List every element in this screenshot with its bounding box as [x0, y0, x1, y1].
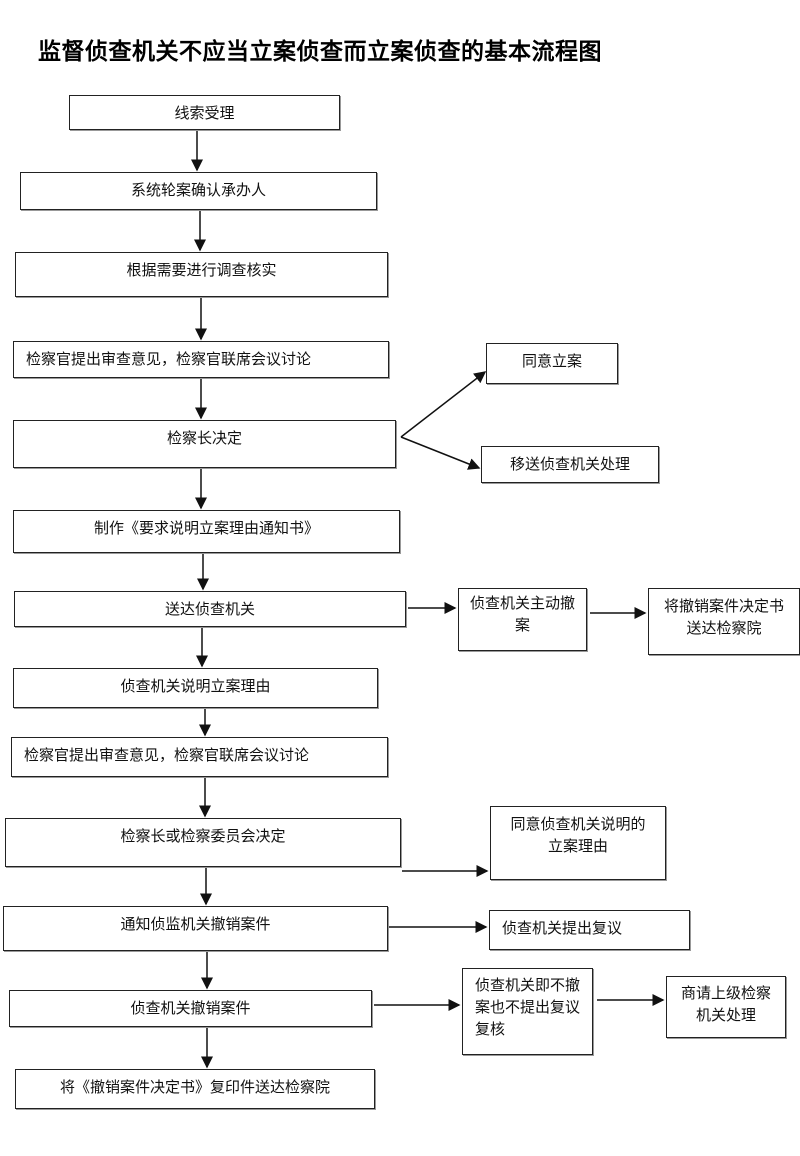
step-chief-decision: 检察长决定: [13, 420, 396, 468]
branch-voluntary-withdraw: 侦查机关主动撤案: [458, 588, 587, 651]
step-committee-decision: 检察长或检察委员会决定: [5, 818, 401, 867]
step-review-opinion-2: 检察官提出审查意见，检察官联席会议讨论: [11, 737, 388, 777]
step-review-opinion: 检察官提出审查意见，检察官联席会议讨论: [13, 341, 389, 378]
step-explain-reason: 侦查机关说明立案理由: [13, 668, 378, 708]
branch-reconsider: 侦查机关提出复议: [489, 910, 690, 950]
step-clue-acceptance: 线索受理: [69, 95, 340, 130]
arrow: [400, 436, 481, 470]
branch-agree-filing: 同意立案: [486, 343, 618, 384]
branch-superior: 商请上级检察机关处理: [666, 976, 786, 1038]
branch-transfer: 移送侦查机关处理: [481, 446, 659, 483]
page-title: 监督侦查机关不应当立案侦查而立案侦查的基本流程图: [38, 38, 602, 65]
step-investigate: 根据需要进行调查核实: [15, 252, 388, 297]
branch-send-decision: 将撤销案件决定书送达检察院: [648, 588, 800, 655]
step-assign-handler: 系统轮案确认承办人: [20, 172, 377, 210]
step-withdraw-case: 侦查机关撤销案件: [9, 990, 372, 1027]
arrow: [400, 371, 487, 438]
step-notify-withdraw: 通知侦监机关撤销案件: [3, 906, 388, 951]
branch-neither: 侦查机关即不撤案也不提出复议复核: [462, 968, 593, 1055]
step-send-copy: 将《撤销案件决定书》复印件送达检察院: [15, 1069, 375, 1109]
step-deliver: 送达侦查机关: [14, 591, 406, 627]
branch-agree-reason: 同意侦查机关说明的立案理由: [490, 806, 666, 880]
step-make-notice: 制作《要求说明立案理由通知书》: [13, 510, 400, 553]
